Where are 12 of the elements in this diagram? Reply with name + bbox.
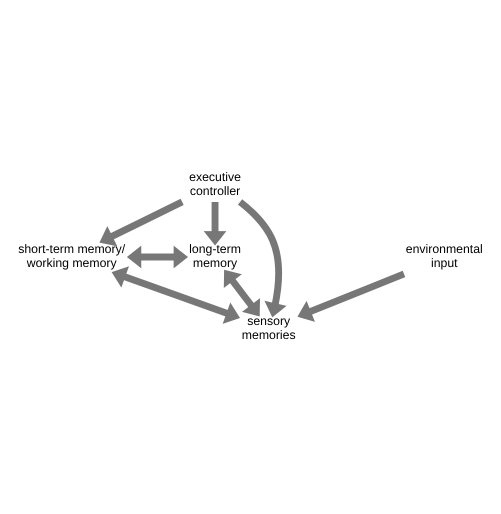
node-text: executive controller (189, 170, 241, 198)
arrow (99, 198, 184, 246)
node-text: sensory memories (242, 314, 296, 342)
arrow (238, 199, 287, 318)
arrow (126, 246, 188, 268)
arrow (204, 202, 226, 246)
node-text: long-term memory (189, 242, 241, 270)
arrow (112, 266, 240, 324)
arrow (224, 270, 260, 316)
arrow (297, 270, 406, 322)
node-text: environmental input (406, 242, 483, 270)
node-text: short-term memory/ working memory (18, 242, 126, 270)
